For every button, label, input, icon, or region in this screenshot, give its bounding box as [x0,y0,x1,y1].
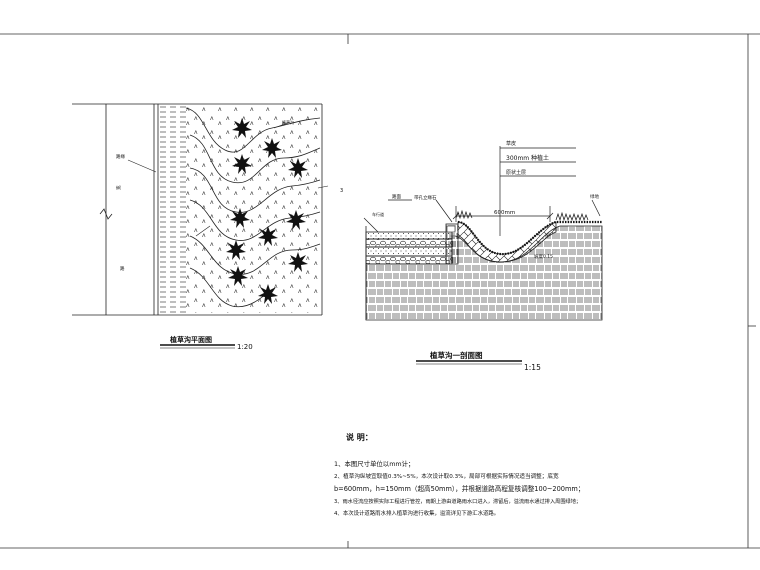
section-leader-3: 原状土层 [506,169,526,176]
note-line-4: 3、雨水径流应按照实际工程进行管控，雨期上游由道路雨水口进入，滞留后，溢流雨水通… [334,497,581,505]
plan-view: 路缘 宽 路 植草沟 3 植草沟平面图 1:20 [72,103,343,351]
section-label-road2: 车行道 [372,211,384,217]
note-line-5: 4、本次设计道路雨水排入植草沟进行收集，溢流详见下游汇水道路。 [334,509,499,517]
sheet-frame [0,33,760,549]
section-dim-width: 600mm [494,210,515,216]
section-label-green: 绿地 [590,193,599,200]
plan-label-lower: 路 [120,265,125,272]
plan-label-grass: 植草沟 [282,119,294,125]
plan-label-right: 3 [340,188,343,194]
section-label-curb: 带孔立缘石 [414,194,437,201]
section-leader-1: 草皮 [506,140,516,147]
notes-block: 说 明： 1、本图尺寸单位以mm计； 2、植草沟纵坡宜取值0.3%~5%，本次设… [334,432,584,517]
section-view: 草皮 300mm 种植土 原状土层 600mm 带孔立缘石 路面 车行道 绿地 … [363,140,603,372]
note-line-1: 1、本图尺寸单位以mm计； [334,459,414,468]
section-title: 植草沟一剖面图 [429,350,483,360]
section-label-road: 路面 [392,193,401,200]
section-leader-2: 300mm 种植土 [506,154,549,162]
notes-heading: 说 明： [346,432,373,442]
plan-scale: 1:20 [237,343,253,351]
plan-label-dim: 宽 [115,185,122,190]
section-scale: 1:15 [524,363,541,372]
section-slope: 坡度0.15 [534,253,553,260]
note-line-3: b=600mm，h=150mm（超高50mm），并根据道路高程复核调整100~2… [334,484,584,493]
note-line-2: 2、植草沟纵坡宜取值0.3%~5%，本次设计取0.3%，局部可根据实际情况适当调… [334,472,559,480]
plan-title: 植草沟平面图 [169,335,212,344]
plan-label-left: 路缘 [116,153,125,160]
